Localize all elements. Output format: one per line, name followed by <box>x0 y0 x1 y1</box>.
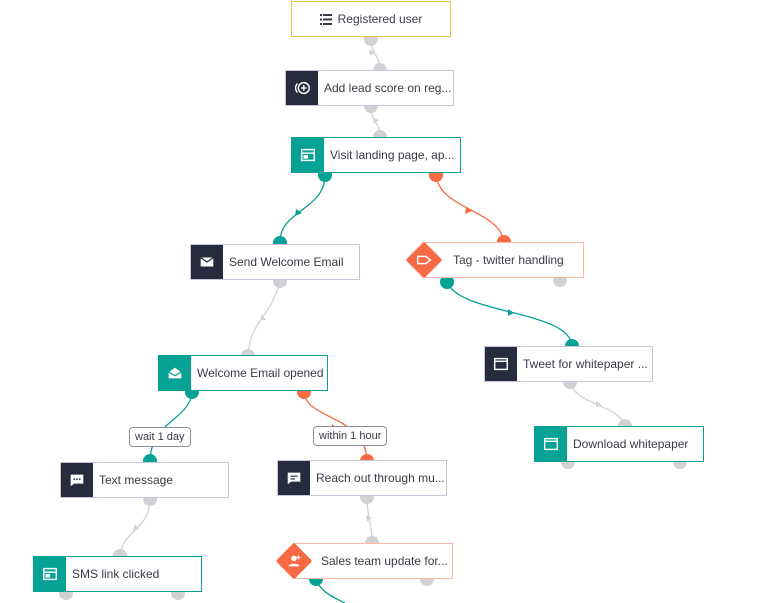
node-add-lead-score[interactable]: Add lead score on reg... <box>285 70 454 106</box>
chat-bubble-icon <box>61 463 93 497</box>
arrow-orange-1 <box>465 207 472 214</box>
lead-score-icon <box>286 71 318 105</box>
node-label: SMS link clicked <box>72 567 160 581</box>
window-icon <box>485 347 517 381</box>
node-send-welcome-email[interactable]: Send Welcome Email <box>190 244 360 280</box>
arrow-6 <box>366 515 372 522</box>
node-text-message[interactable]: Text message <box>60 462 229 498</box>
edge-opened-yes-to-text <box>149 391 193 461</box>
node-label: Text message <box>99 473 174 487</box>
arrow-2 <box>373 118 379 124</box>
node-tweet-for-whitepaper[interactable]: Tweet for whitepaper ... <box>484 346 653 382</box>
node-reach-out[interactable]: Reach out through mu... <box>277 460 447 496</box>
node-download-whitepaper[interactable]: Download whitepaper <box>534 426 704 462</box>
node-registered-user[interactable]: Registered user <box>291 1 451 37</box>
node-sms-link-clicked[interactable]: SMS link clicked <box>33 556 202 592</box>
arrow-1 <box>369 50 375 56</box>
message-icon <box>278 461 310 495</box>
condition-within-1-hour[interactable]: within 1 hour <box>313 426 388 446</box>
node-label: Reach out through mu... <box>316 471 445 485</box>
browser-window-icon <box>292 138 324 172</box>
condition-wait-1-day[interactable]: wait 1 day <box>129 427 191 447</box>
node-label: Visit landing page, ap... <box>330 148 455 162</box>
port-yes <box>440 275 454 289</box>
node-label: Download whitepaper <box>573 437 689 451</box>
arrow-5 <box>133 524 139 530</box>
node-tag-twitter-handling[interactable]: Tag - twitter handling <box>405 241 584 279</box>
condition-label: wait 1 day <box>135 431 185 443</box>
open-envelope-icon <box>159 356 191 390</box>
tag-icon <box>416 255 432 265</box>
edge-visit-no-to-tag <box>435 174 505 243</box>
edge-opened-no-to-reach <box>303 391 368 461</box>
envelope-icon <box>191 245 223 279</box>
node-label: Tag - twitter handling <box>453 253 564 267</box>
node-label: Tweet for whitepaper ... <box>523 357 648 371</box>
window-icon <box>535 427 567 461</box>
node-label: Welcome Email opened <box>197 366 324 380</box>
node-label: Send Welcome Email <box>229 255 344 269</box>
node-label: Add lead score on reg... <box>324 81 452 95</box>
condition-label: within 1 hour <box>319 430 382 442</box>
node-label: Registered user <box>337 12 423 26</box>
arrow-teal-2 <box>508 309 514 316</box>
list-icon <box>319 13 332 25</box>
arrow-3 <box>260 314 266 320</box>
node-welcome-email-opened[interactable]: Welcome Email opened <box>158 355 328 391</box>
browser-window-icon <box>34 557 66 591</box>
edge-visit-yes-to-sendemail <box>279 174 326 243</box>
node-visit-landing-page[interactable]: Visit landing page, ap... <box>291 137 461 173</box>
node-label: Sales team update for... <box>321 554 448 568</box>
arrow-teal-1 <box>295 209 302 216</box>
arrow-4 <box>596 401 602 407</box>
node-sales-team-update[interactable]: Sales team update for... <box>275 542 453 580</box>
add-user-icon <box>288 555 301 567</box>
